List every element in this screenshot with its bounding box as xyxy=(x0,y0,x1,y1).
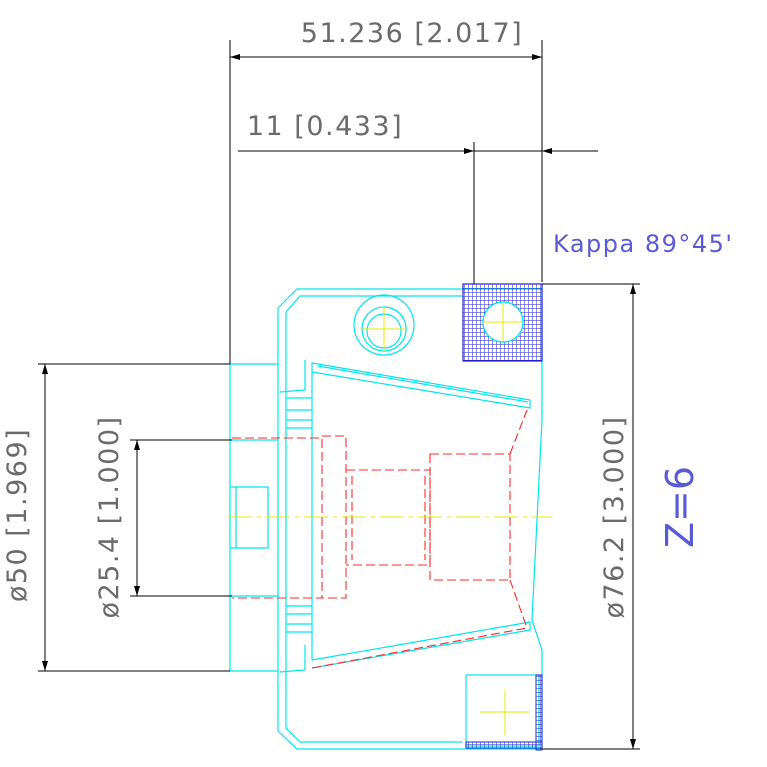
lower-insert-base xyxy=(465,741,543,749)
coolant-hole xyxy=(353,294,415,356)
lower-insert-seat xyxy=(465,674,540,747)
overall-length-label: 51.236 [2.017] xyxy=(301,18,523,49)
bore-diameter-label: ø25.4 [1.000] xyxy=(94,415,125,618)
upper-flute xyxy=(279,360,531,409)
cutter-body-outline xyxy=(229,288,543,750)
centerlines xyxy=(228,303,552,735)
dimension-lines xyxy=(38,40,640,750)
teeth-count-label: Z=6 xyxy=(658,466,702,548)
lower-flute xyxy=(279,621,531,673)
shank-diameter-label: ø50 [1.969] xyxy=(2,428,33,602)
step-length-label: 11 [0.433] xyxy=(247,111,403,142)
hidden-bore-lines xyxy=(232,409,528,669)
cutter-diameter-label: ø76.2 [3.000] xyxy=(599,415,630,618)
body-outline xyxy=(277,288,543,750)
lower-insert-edge xyxy=(535,674,543,751)
kappa-annotation: Kappa 89°45' xyxy=(553,230,734,258)
